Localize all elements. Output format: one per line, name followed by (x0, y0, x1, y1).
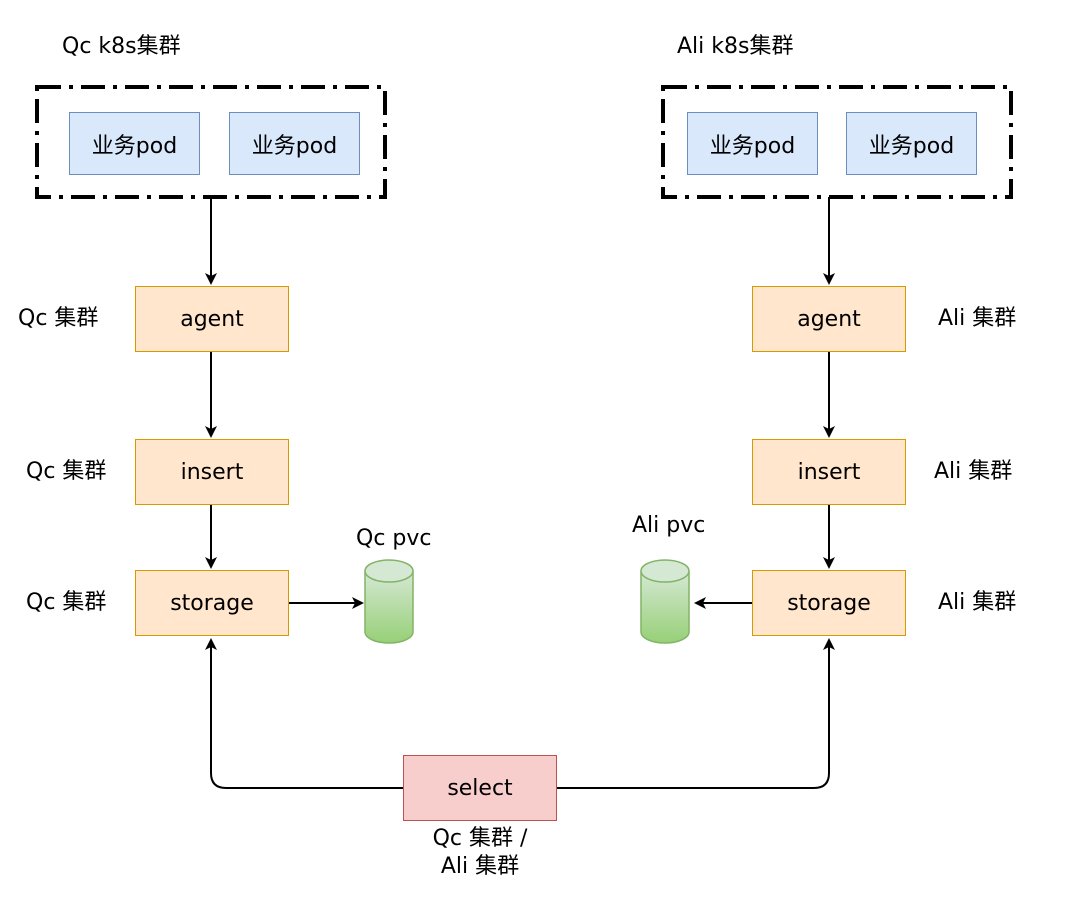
left-agent-box: agent (135, 286, 289, 352)
right-storage-box: storage (752, 570, 906, 636)
left-storage-box: storage (135, 570, 289, 636)
left-pod-1: 业务pod (69, 112, 200, 175)
right-pvc-label: Ali pvc (632, 513, 706, 538)
left-pod-2: 业务pod (229, 112, 360, 175)
right-pod-1: 业务pod (687, 112, 818, 175)
select-cluster-line-1: Qc 集群 / (432, 826, 528, 851)
right-storage-cluster-label: Ali 集群 (938, 590, 1017, 615)
right-pvc-cylinder (640, 559, 690, 644)
right-agent-box: agent (752, 286, 906, 352)
arrow-select-to-left-storage (205, 638, 403, 789)
right-insert-cluster-label: Ali 集群 (934, 459, 1013, 484)
right-cluster-title: Ali k8s集群 (677, 34, 794, 59)
select-cluster-label: Qc 集群 / Ali 集群 (400, 825, 560, 881)
arrow-select-to-right-storage (557, 638, 835, 789)
right-agent-cluster-label: Ali 集群 (938, 306, 1017, 331)
left-insert-box: insert (135, 439, 289, 505)
left-insert-cluster-label: Qc 集群 (26, 459, 107, 484)
left-pvc-cylinder (364, 559, 414, 644)
select-box: select (403, 755, 557, 821)
left-pvc-label: Qc pvc (356, 526, 432, 551)
right-cluster-container (661, 85, 1013, 199)
right-insert-box: insert (752, 439, 906, 505)
right-pod-2: 业务pod (846, 112, 977, 175)
left-agent-cluster-label: Qc 集群 (18, 306, 99, 331)
select-cluster-line-2: Ali 集群 (440, 854, 520, 879)
left-storage-cluster-label: Qc 集群 (26, 590, 107, 615)
left-cluster-title: Qc k8s集群 (62, 34, 181, 59)
